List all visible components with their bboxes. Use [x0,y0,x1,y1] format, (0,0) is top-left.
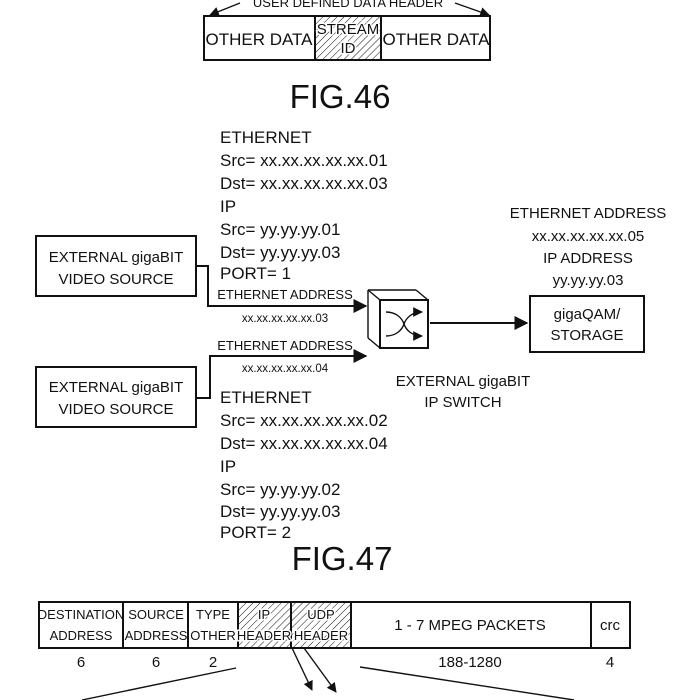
dest-address-line-2: xx.xx.xx.xx.xx.05 [532,228,645,245]
fig46-header-arrow-left [209,2,241,17]
stream1-line-0: ETHERNET [220,128,312,147]
size-dest: 6 [77,654,85,671]
ip-switch-label-line-2: IP SWITCH [424,394,501,411]
packet-type-l2: OTHER [190,628,236,643]
packet-dest-l1: DESTINATION [38,607,124,622]
video-source-1-line-2: VIDEO SOURCE [58,271,173,288]
packet-crc-label: crc [600,617,620,634]
link-2-line [196,349,368,399]
packet-frame: DESTINATION ADDRESS SOURCE ADDRESS TYPE … [38,601,631,700]
link-1-line [196,265,368,313]
video-source-2-box [35,366,197,428]
size-mpeg: 188-1280 [438,654,501,671]
packet-ip-l1: IP [258,607,270,622]
video-source-1-line-1: EXTERNAL gigaBIT [49,249,184,266]
packet-src-l1: SOURCE [128,607,184,622]
fig46-header-arrow-right [454,2,490,17]
packet-mpeg-label: 1 - 7 MPEG PACKETS [394,617,545,634]
packet-udp-l1: UDP [307,607,334,622]
fig47-caption: FIG.47 [292,540,393,577]
video-source-2-line-2: VIDEO SOURCE [58,401,173,418]
fig47: ETHERNET Src= xx.xx.xx.xx.xx.01 Dst= xx.… [35,128,666,577]
stream2-line-0: ETHERNET [220,388,312,407]
udp-header-cell [290,601,352,649]
fig46-cell-id: ID [341,40,356,57]
stream2-line-4: Src= yy.yy.yy.02 [220,480,340,499]
link-1-label: ETHERNET ADDRESS [217,287,353,302]
size-type: 2 [209,654,217,671]
stream1-line-3: IP [220,197,236,216]
stream2-headers: ETHERNET Src= xx.xx.xx.xx.xx.02 Dst= xx.… [220,388,388,542]
fig46-stream-id-cell [314,15,382,61]
gigaqam-storage-line-1: gigaQAM/ [554,306,622,323]
packet-src-l2: ADDRESS [125,628,188,643]
ip-header-cell [237,601,292,649]
expand-arrow-udp [303,647,337,693]
fig46-cell-stream: STREAM [317,21,380,38]
size-src: 6 [152,654,160,671]
stream1-line-1: Src= xx.xx.xx.xx.xx.01 [220,151,388,170]
link-2-address: xx.xx.xx.xx.xx.04 [242,363,329,375]
fig46-header-label: USER DEFINED DATA HEADER [253,0,443,10]
stream1-line-5: Dst= yy.yy.yy.03 [220,243,340,262]
gigaqam-storage-box [529,295,645,353]
stream1-headers: ETHERNET Src= xx.xx.xx.xx.xx.01 Dst= xx.… [220,128,388,283]
gigaqam-storage-line-2: STORAGE [550,327,623,344]
stream1-line-2: Dst= xx.xx.xx.xx.xx.03 [220,174,388,193]
packet-type-l1: TYPE [196,607,230,622]
stream1-line-4: Src= yy.yy.yy.01 [220,220,340,239]
expand-line-left [81,667,237,700]
stream1-line-6: PORT= 1 [220,264,291,283]
expand-line-right [359,666,575,700]
ip-switch-icon [367,289,429,349]
stream2-line-6: PORT= 2 [220,523,291,542]
packet-dest-l2: ADDRESS [50,628,113,643]
stream2-line-2: Dst= xx.xx.xx.xx.xx.04 [220,434,388,453]
packet-ip-l2: HEADER [237,628,291,643]
fig46: USER DEFINED DATA HEADER OTHER DATA STRE… [203,0,491,115]
link-2-label: ETHERNET ADDRESS [217,338,353,353]
dest-address-line-1: ETHERNET ADDRESS [510,205,666,222]
stream2-line-5: Dst= yy.yy.yy.03 [220,502,340,521]
packet-udp-l2: HEADER [294,628,348,643]
ip-switch-label-line-1: EXTERNAL gigaBIT [396,373,531,390]
size-crc: 4 [606,654,614,671]
fig46-caption: FIG.46 [290,78,391,115]
stream2-line-1: Src= xx.xx.xx.xx.xx.02 [220,411,388,430]
fig46-cell-other-data-right: OTHER DATA [382,30,490,49]
expand-arrow-ip [291,647,313,691]
video-source-2-line-1: EXTERNAL gigaBIT [49,379,184,396]
stream2-line-3: IP [220,457,236,476]
fig46-cell-other-data-left: OTHER DATA [205,30,313,49]
link-1-address: xx.xx.xx.xx.xx.03 [242,313,328,325]
dest-address-line-3: IP ADDRESS [543,250,633,267]
dest-address-line-4: yy.yy.yy.03 [553,272,624,289]
